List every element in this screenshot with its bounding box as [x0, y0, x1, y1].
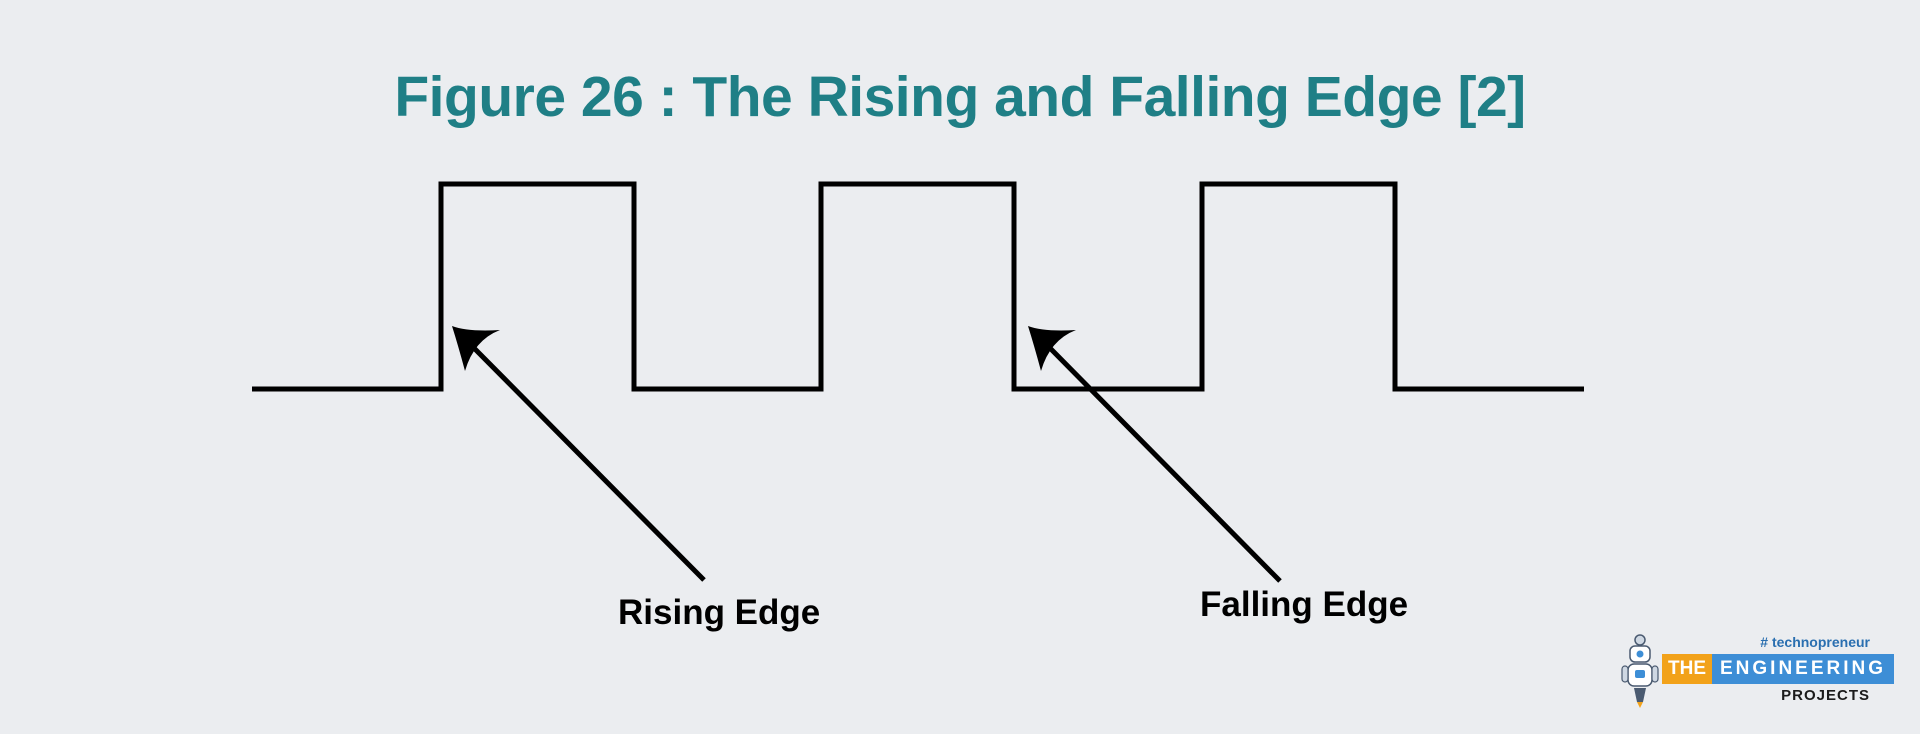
- logo-word-engineering: ENGINEERING: [1712, 654, 1895, 684]
- falling-edge-arrowhead: [1028, 326, 1076, 371]
- figure-title: Figure 26 : The Rising and Falling Edge …: [394, 65, 1526, 129]
- falling-edge-label: Falling Edge: [1200, 585, 1409, 624]
- falling-edge-arrow: [1028, 326, 1282, 583]
- logo-word-the: THE: [1662, 654, 1712, 684]
- square-wave-signal: [252, 181, 1584, 392]
- robot-icon: [1621, 634, 1659, 708]
- engineering-projects-logo: # technopreneur THE ENGINEERING PROJECTS: [1614, 630, 1895, 710]
- rising-edge-arrow: [452, 326, 706, 582]
- rising-edge-label: Rising Edge: [618, 593, 821, 632]
- logo-wordmark: THE ENGINEERING: [1662, 654, 1895, 684]
- rising-edge-arrowhead: [452, 326, 500, 371]
- logo-word-projects: PROJECTS: [1781, 687, 1870, 704]
- logo-hashtag: # technopreneur: [1760, 634, 1870, 650]
